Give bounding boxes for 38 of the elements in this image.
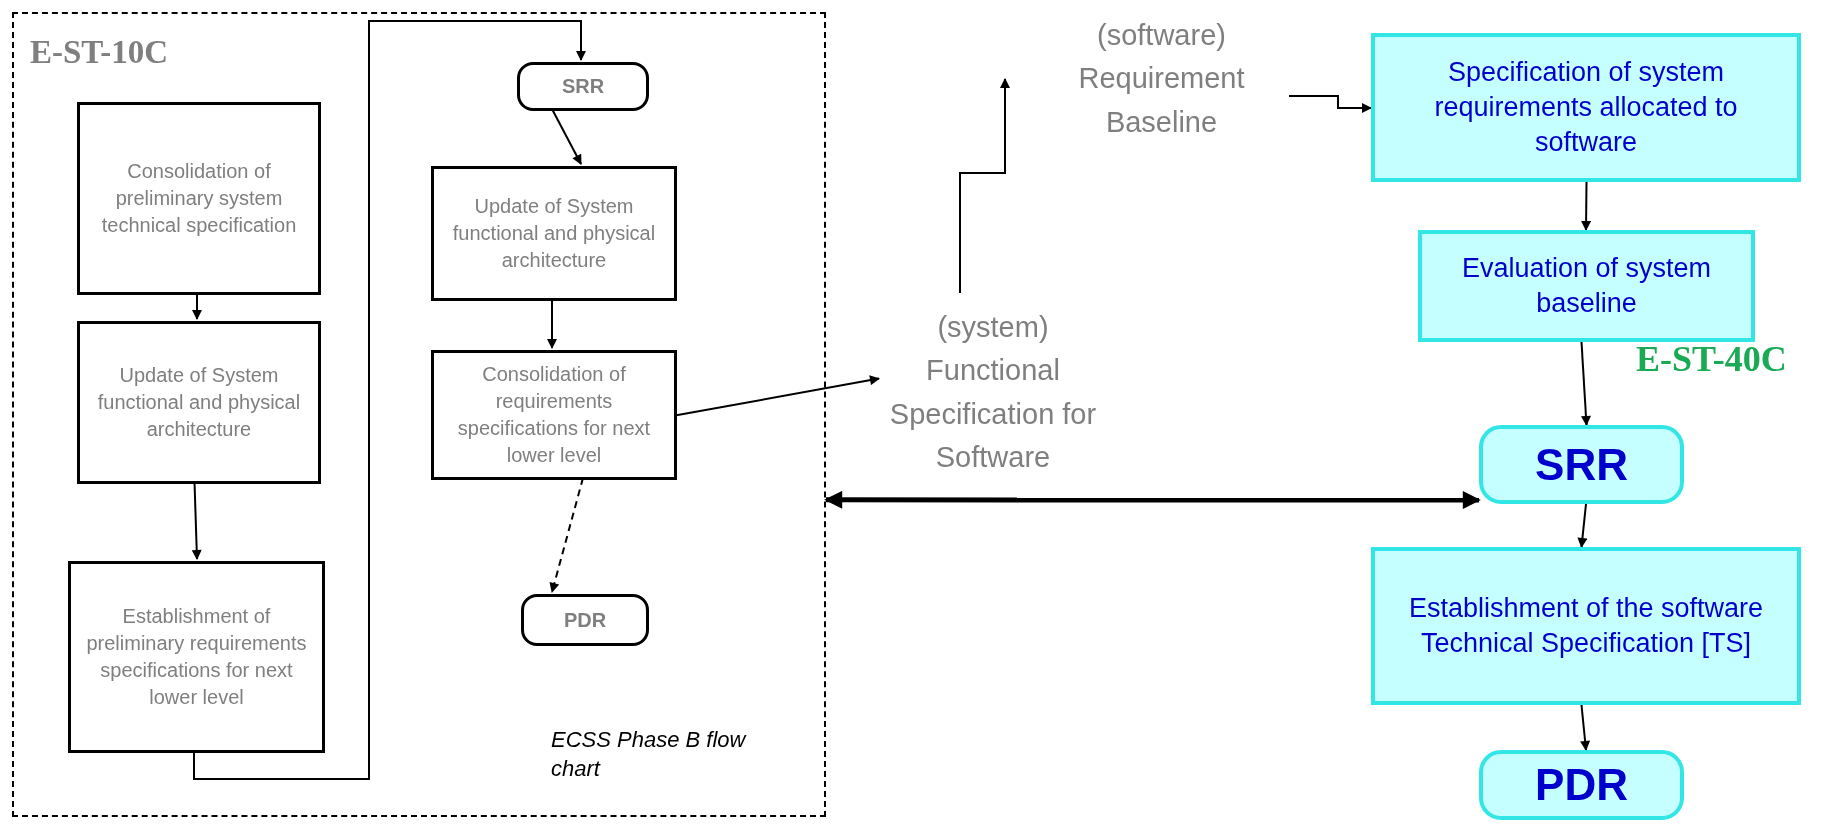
review-terminal <box>1479 750 1684 820</box>
box-text: PDR <box>563 608 607 632</box>
box-text: Consolidation of requirements specifications for next lower level <box>456 362 652 468</box>
process-box <box>68 561 325 753</box>
arrow <box>1288 95 1372 113</box>
box-text: Evaluation of system baseline <box>1460 251 1713 320</box>
process-box <box>1418 230 1755 342</box>
box-text: PDR <box>1535 760 1628 810</box>
box-text: Update of System functional and physical architecture <box>451 194 657 273</box>
process-box <box>1371 547 1801 705</box>
box-text: Update of System functional and physical architecture <box>96 363 302 442</box>
arrow <box>1580 704 1591 751</box>
box-text: SRR <box>1535 439 1628 490</box>
process-box <box>77 321 321 484</box>
process-box <box>77 102 321 295</box>
box-text: SRR <box>561 75 605 98</box>
review-terminal <box>517 62 649 111</box>
process-box <box>1371 33 1801 182</box>
box-text: Consolidation of preliminary system technical specification <box>100 159 298 238</box>
process-box <box>431 350 677 480</box>
review-terminal <box>521 594 649 646</box>
box-text: Specification of system requirements allocated to software <box>1433 55 1739 160</box>
arrow <box>1581 181 1592 231</box>
arrow <box>1580 341 1591 426</box>
box-text: Establishment of the software Technical Specification [TS] <box>1407 591 1765 660</box>
process-box <box>431 166 677 301</box>
arrow <box>193 20 586 780</box>
frame-note: ECSS Phase B flow chart <box>551 726 748 783</box>
arrow <box>1577 503 1588 548</box>
dashed-group-frame <box>12 12 826 817</box>
box-text: Establishment of preliminary requirements specifications for next lower level <box>85 604 308 710</box>
flow-text: (software) Requirement Baseline <box>1077 17 1246 140</box>
standard-label: E-ST-40C <box>1636 338 1787 380</box>
flow-text: (system) Functional Specification for Software <box>888 309 1098 475</box>
double-arrow <box>824 490 1481 510</box>
standard-heading: E-ST-10C <box>30 34 169 71</box>
review-terminal <box>1479 425 1684 504</box>
arrow <box>959 78 1010 294</box>
